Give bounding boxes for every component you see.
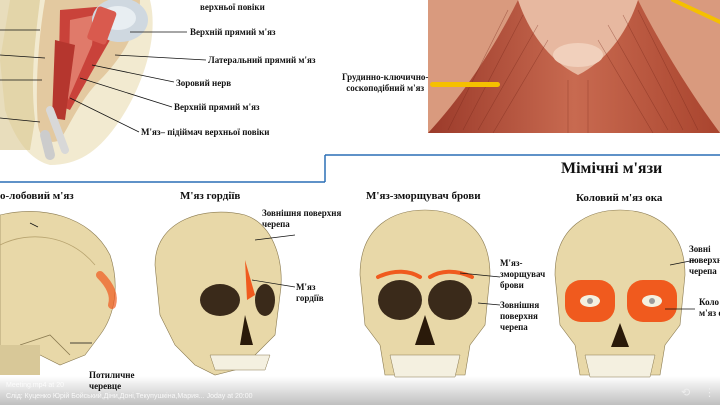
skull-corrugator-illustration xyxy=(350,205,501,385)
label-lateral-rectus: Латеральний прямий м'яз xyxy=(208,55,316,65)
footer-meta: Слід: Куценко Юрій Бойський,Діни,Доні,Те… xyxy=(6,393,253,400)
label-levator: М'яз– підіймач верхньої повіки xyxy=(141,127,270,137)
fig4-label-surface: Зовні поверхн черепа xyxy=(689,244,720,276)
skull-orbicularis-illustration xyxy=(545,205,696,385)
fig4-label-muscle: Коло м'яз о xyxy=(699,297,720,318)
fig3-title: М'яз-зморщувач брови xyxy=(366,190,481,202)
skull-lateral-illustration xyxy=(0,205,130,380)
fig4-title: Коловий м'яз ока xyxy=(576,192,663,204)
label-scm: Грудинно-ключично- соскоподібний м'яз xyxy=(342,72,429,93)
fig2-title: М'яз гордіїв xyxy=(180,190,241,202)
fig1-title: о-лобовий м'яз xyxy=(0,190,74,202)
section-title: Мімічні м'язи xyxy=(561,160,663,177)
fig2-label-muscle: М'яз гордіїв xyxy=(296,282,324,303)
fig3-label-muscle: М'яз- зморщувач брови xyxy=(500,258,546,290)
label-superior-rectus-2: Верхній прямий м'яз xyxy=(174,102,260,112)
label-optic-nerve: Зоровий нерв xyxy=(176,78,232,88)
eye-muscles-illustration xyxy=(0,0,207,170)
skull-procerus-illustration xyxy=(135,205,296,380)
video-footer xyxy=(0,376,720,405)
more-options-icon[interactable]: ⋮ xyxy=(704,386,715,399)
refresh-icon[interactable]: ⟲ xyxy=(681,386,691,399)
highlight-marker xyxy=(430,82,500,87)
fig1-label-occipital: Потиличне черевце xyxy=(89,370,135,391)
section-divider xyxy=(0,154,720,183)
label-eyelid: верхньої повіки xyxy=(200,2,265,12)
fig3-label-surface: Зовнішня поверхня черепа xyxy=(500,300,540,332)
label-superior-rectus: Верхній прямий м'яз xyxy=(190,27,276,37)
footer-filename: Meeting.mp4 at 20 xyxy=(6,382,64,389)
fig2-label-surface: Зовнішня поверхня черепа xyxy=(262,208,342,229)
neck-muscles-illustration xyxy=(428,0,720,133)
